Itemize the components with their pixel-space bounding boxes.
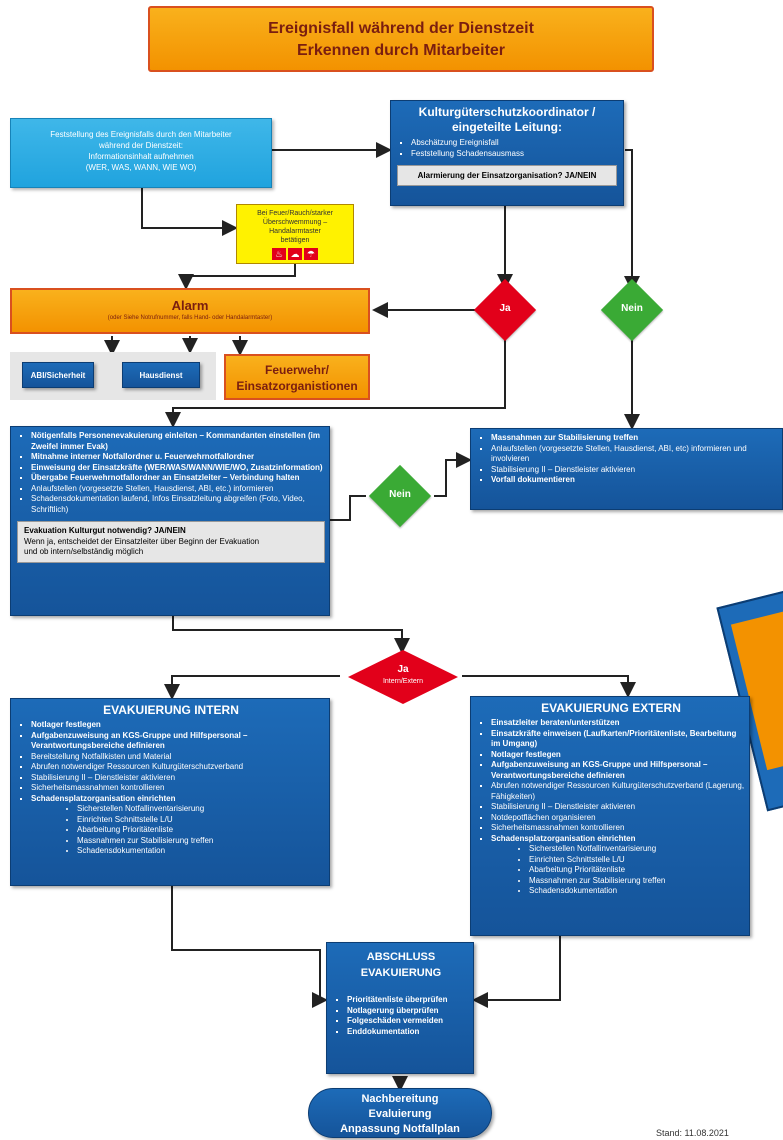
coordinator-title1: Kulturgüterschutzkoordinator / bbox=[418, 105, 596, 119]
fire-alarm-box: Bei Feuer/Rauch/starker Überschwemmung –… bbox=[236, 204, 354, 264]
decision-nein-2-label: Nein bbox=[389, 489, 411, 500]
decision-ja-2-label: Ja bbox=[397, 664, 409, 675]
right-measure-item: Anlaufstellen (vorgesetzte Stellen, Haus… bbox=[491, 444, 778, 465]
decision-nein-1-label: Nein bbox=[621, 303, 643, 314]
intern-item: Aufgabenzuweisung an KGS-Gruppe und Hilf… bbox=[31, 731, 325, 752]
title-line2: Erkennen durch Mitarbeiter bbox=[296, 42, 506, 59]
fire-line3: betätigen bbox=[280, 237, 310, 244]
intern-item: Schadensplatzorganisation einrichten bbox=[31, 794, 325, 805]
abi-box: ABI/Sicherheit bbox=[22, 362, 94, 388]
left-measures-box: Nötigenfalls Personenevakuierung einleit… bbox=[10, 426, 330, 616]
title-line1: Ereignisfall während der Dienstzeit bbox=[268, 20, 534, 37]
evak-intern-box: EVAKUIERUNG INTERN Notlager festlegen Au… bbox=[10, 698, 330, 886]
right-measures-box: Massnahmen zur Stabilisierung treffen An… bbox=[470, 428, 783, 510]
final-box: Nachbereitung Evaluierung Anpassung Notf… bbox=[308, 1088, 492, 1138]
intern-subitem: Sicherstellen Notfallinventarisierung bbox=[77, 804, 325, 815]
extern-item: Sicherheitsmassnahmen kontrollieren bbox=[491, 823, 745, 834]
evac-question-box: Evakuation Kulturgut notwendig? JA/NEIN … bbox=[17, 521, 325, 563]
intern-item: Stabilisierung II – Dienstleister aktivi… bbox=[31, 773, 325, 784]
evac-q3: und ob intern/selbständig möglich bbox=[24, 547, 144, 556]
final-line1: Nachbereitung bbox=[361, 1093, 439, 1105]
abschluss-item: Prioritätenliste überprüfen bbox=[347, 995, 469, 1006]
intern-item: Bereitstellung Notfallkisten und Materia… bbox=[31, 752, 325, 763]
fire-icon: ♨ bbox=[272, 248, 287, 260]
evac-q1: Evakuation Kulturgut notwendig? JA/NEIN bbox=[24, 526, 186, 535]
detection-line1: Feststellung des Ereignisfalls durch den… bbox=[50, 130, 232, 139]
water-icon: ☂ bbox=[303, 248, 318, 260]
intern-subitem: Schadensdokumentation bbox=[77, 846, 325, 857]
extern-subitem: Abarbeitung Prioritätenliste bbox=[529, 865, 745, 876]
right-measure-item: Massnahmen zur Stabilisierung treffen bbox=[491, 433, 778, 444]
abschluss-title2: EVAKUIERUNG bbox=[360, 967, 442, 979]
detection-line3: Informationsinhalt aufnehmen bbox=[88, 152, 194, 161]
stand-date: Stand: 11.08.2021 bbox=[656, 1128, 729, 1138]
alarm-title: Alarm bbox=[171, 298, 209, 313]
extern-subitem: Massnahmen zur Stabilisierung treffen bbox=[529, 876, 745, 887]
extern-item: Stabilisierung II – Dienstleister aktivi… bbox=[491, 802, 745, 813]
extern-item: Aufgabenzuweisung an KGS-Gruppe und Hilf… bbox=[491, 760, 745, 781]
coordinator-title2: eingeteilte Leitung: bbox=[451, 120, 562, 134]
detection-line4: (WER, WAS, WANN, WIE WO) bbox=[85, 163, 197, 172]
alarm-subtitle: (oder Siehe Notrufnummer, falls Hand- od… bbox=[107, 315, 273, 321]
coordinator-box: Kulturgüterschutzkoordinator / eingeteil… bbox=[390, 100, 624, 206]
title-box: Ereignisfall während der Dienstzeit Erke… bbox=[148, 6, 654, 72]
fire-line2: Überschwemmung – Handalarmtaster bbox=[262, 219, 328, 235]
fire-line1: Bei Feuer/Rauch/starker bbox=[257, 210, 333, 217]
extern-item: Einsatzkräfte einweisen (Laufkarten/Prio… bbox=[491, 729, 745, 750]
left-measure-item: Einweisung der Einsatzkräfte (WER/WAS/WA… bbox=[31, 463, 325, 474]
final-line2: Evaluierung bbox=[368, 1108, 432, 1120]
feuerwehr-line1: Feuerwehr/ bbox=[264, 363, 330, 377]
alarm-question: Alarmierung der Einsatzorganisation? JA/… bbox=[397, 165, 617, 186]
left-measure-item: Schadensdokumentation laufend, Infos Ein… bbox=[31, 494, 325, 515]
evak-extern-title: EVAKUIERUNG EXTERN bbox=[541, 701, 681, 715]
left-measure-item: Nötigenfalls Personenevakuierung einleit… bbox=[31, 431, 325, 452]
abschluss-title1: ABSCHLUSS bbox=[366, 951, 436, 963]
left-measure-item: Übergabe Feuerwehrnotfallordner an Einsa… bbox=[31, 473, 325, 484]
stand-value: 11.08.2021 bbox=[684, 1128, 729, 1138]
alarm-box: Alarm (oder Siehe Notrufnummer, falls Ha… bbox=[10, 288, 370, 334]
coordinator-item: Feststellung Schadensausmass bbox=[411, 148, 617, 159]
extern-item: Abrufen notwendiger Ressourcen Kulturgüt… bbox=[491, 781, 745, 802]
abschluss-item: Notlagerung überprüfen bbox=[347, 1006, 469, 1017]
abschluss-box: ABSCHLUSS EVAKUIERUNG Prioritätenliste ü… bbox=[326, 942, 474, 1074]
extern-subitem: Einrichten Schnittstelle L/U bbox=[529, 855, 745, 866]
extern-subitem: Sicherstellen Notfallinventarisierung bbox=[529, 844, 745, 855]
hausdienst-box: Hausdienst bbox=[122, 362, 200, 388]
decision-ja-1-label: Ja bbox=[499, 303, 511, 314]
left-measure-item: Anlaufstellen (vorgesetzte Stellen, Haus… bbox=[31, 484, 325, 495]
detection-box: Feststellung des Ereignisfalls durch den… bbox=[10, 118, 272, 188]
extern-item: Schadensplatzorganisation einrichten bbox=[491, 834, 745, 845]
evac-q2: Wenn ja, entscheidet der Einsatzleiter ü… bbox=[24, 536, 260, 546]
intern-item: Abrufen notwendiger Ressourcen Kulturgüt… bbox=[31, 762, 325, 773]
extern-item: Notlager festlegen bbox=[491, 750, 745, 761]
coordinator-item: Abschätzung Ereignisfall bbox=[411, 137, 617, 148]
final-line3: Anpassung Notfallplan bbox=[340, 1123, 460, 1135]
smoke-icon: ☁ bbox=[288, 248, 302, 260]
feuerwehr-box: Feuerwehr/ Einsatzorganistionen bbox=[224, 354, 370, 400]
evak-intern-title: EVAKUIERUNG INTERN bbox=[103, 703, 239, 717]
detection-line2: während der Dienstzeit: bbox=[98, 141, 184, 150]
intern-item: Notlager festlegen bbox=[31, 720, 325, 731]
abschluss-item: Enddokumentation bbox=[347, 1027, 469, 1038]
evak-extern-box: EVAKUIERUNG EXTERN Einsatzleiter beraten… bbox=[470, 696, 750, 936]
decision-ja-2 bbox=[348, 650, 458, 704]
stand-label: Stand: bbox=[656, 1128, 683, 1138]
feuerwehr-line2: Einsatzorganistionen bbox=[236, 379, 358, 393]
extern-item: Einsatzleiter beraten/unterstützen bbox=[491, 718, 745, 729]
right-measure-item: Stabilisierung II – Dienstleister aktivi… bbox=[491, 465, 778, 476]
abschluss-item: Folgeschäden vermeiden bbox=[347, 1016, 469, 1027]
left-measure-item: Mitnahme interner Notfallordner u. Feuer… bbox=[31, 452, 325, 463]
extern-item: Notdepotflächen organisieren bbox=[491, 813, 745, 824]
intern-subitem: Abarbeitung Prioritätenliste bbox=[77, 825, 325, 836]
intern-subitem: Einrichten Schnittstelle L/U bbox=[77, 815, 325, 826]
intern-item: Sicherheitsmassnahmen kontrollieren bbox=[31, 783, 325, 794]
extern-subitem: Schadensdokumentation bbox=[529, 886, 745, 897]
intern-subitem: Massnahmen zur Stabilisierung treffen bbox=[77, 836, 325, 847]
right-measure-item: Vorfall dokumentieren bbox=[491, 475, 778, 486]
decision-ja-2-sub: Intern/Extern bbox=[382, 678, 424, 685]
